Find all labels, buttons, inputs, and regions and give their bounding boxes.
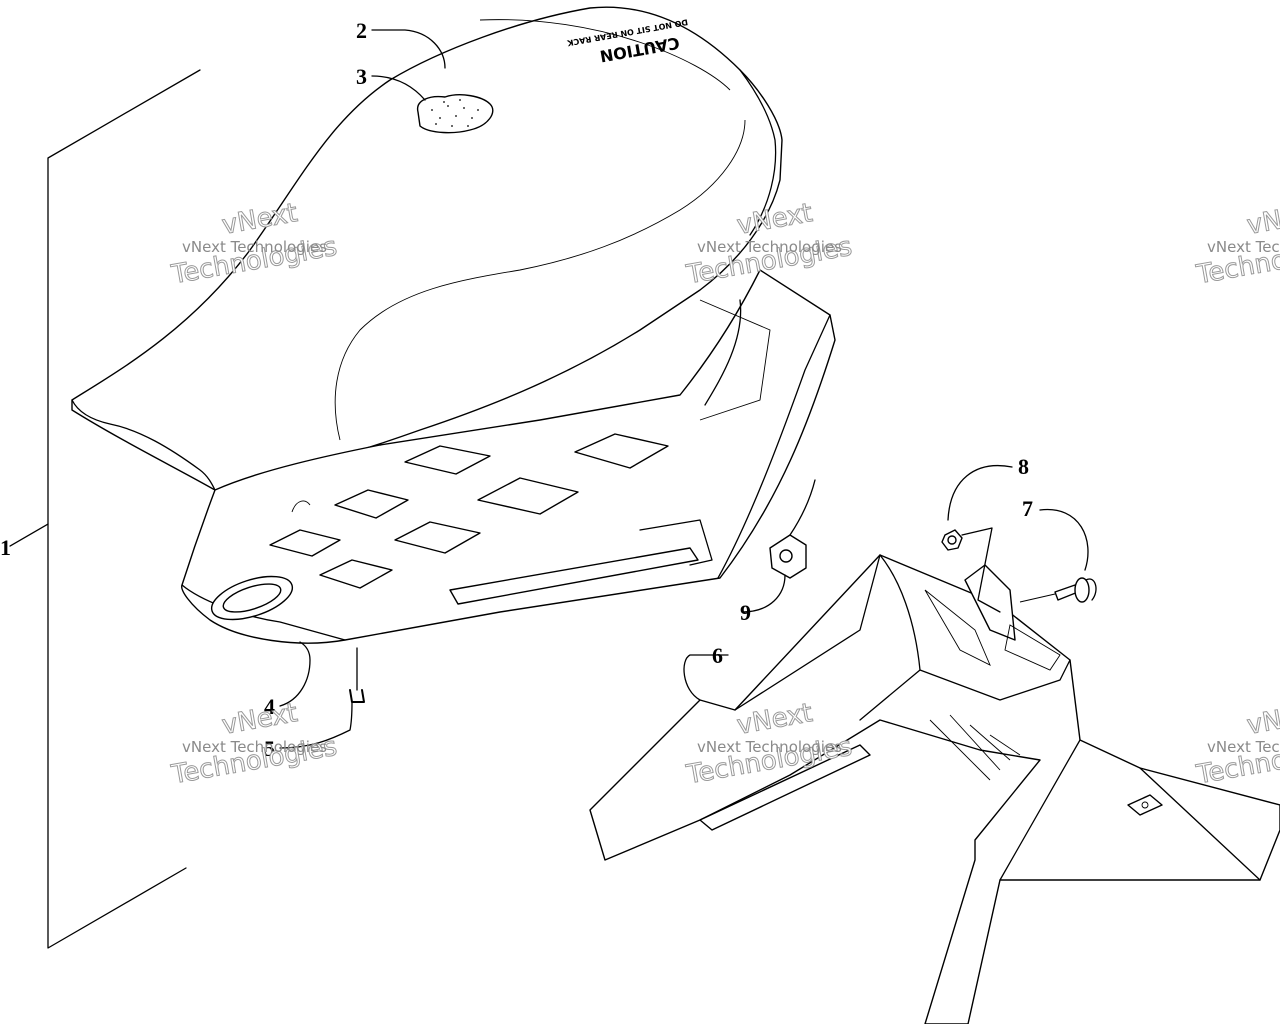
watermark-4: vNext Technologies vNext Technologies — [168, 698, 340, 791]
watermark-line: vNext Technologies — [182, 738, 327, 756]
seat-latch — [769, 534, 807, 579]
watermark-brand: vNext — [220, 698, 300, 741]
assembly-bracket — [9, 69, 201, 949]
seat-clip — [349, 647, 365, 703]
callout-2: 2 — [356, 18, 367, 43]
callout-1: 1 — [0, 535, 11, 560]
watermark-5: vNext Technologies vNext Technologies — [683, 698, 855, 791]
callout-labels: 1 2 3 4 5 6 7 8 9 — [0, 18, 1033, 761]
seat-base-pockets — [269, 433, 669, 589]
seat-latch-opening — [210, 575, 294, 621]
nut — [941, 529, 963, 551]
watermark-line: vNext Technologies — [697, 238, 842, 256]
watermark-line: vNext Technologies — [182, 238, 327, 256]
watermark-line: vNext Technologies — [1207, 238, 1280, 256]
leader-lines — [279, 29, 1089, 749]
seat-base — [181, 269, 836, 644]
callout-7: 7 — [1022, 496, 1033, 521]
callout-4: 4 — [264, 694, 275, 719]
watermark-6: vNext Technologies vNext Technologies — [1193, 698, 1280, 791]
callout-6: 6 — [712, 643, 723, 668]
callout-9: 9 — [740, 600, 751, 625]
watermark-brand: vNext — [1245, 698, 1280, 741]
callout-3: 3 — [356, 64, 367, 89]
bolt-pin — [1019, 577, 1097, 603]
seat-cover: CAUTION DO NOT SIT ON REAR RACK — [71, 6, 783, 491]
housing-latch — [1127, 794, 1163, 816]
watermark-brand: vNext — [1245, 198, 1280, 241]
callout-8: 8 — [1018, 454, 1029, 479]
watermark-3: vNext Technologies vNext Technologies — [1193, 198, 1280, 291]
watermark-line: vNext Technologies — [1207, 738, 1280, 756]
seat-foam-patch — [416, 94, 494, 134]
rear-housing — [589, 554, 1280, 1025]
callout-5: 5 — [264, 736, 275, 761]
watermark-line: vNext Technologies — [697, 738, 842, 756]
